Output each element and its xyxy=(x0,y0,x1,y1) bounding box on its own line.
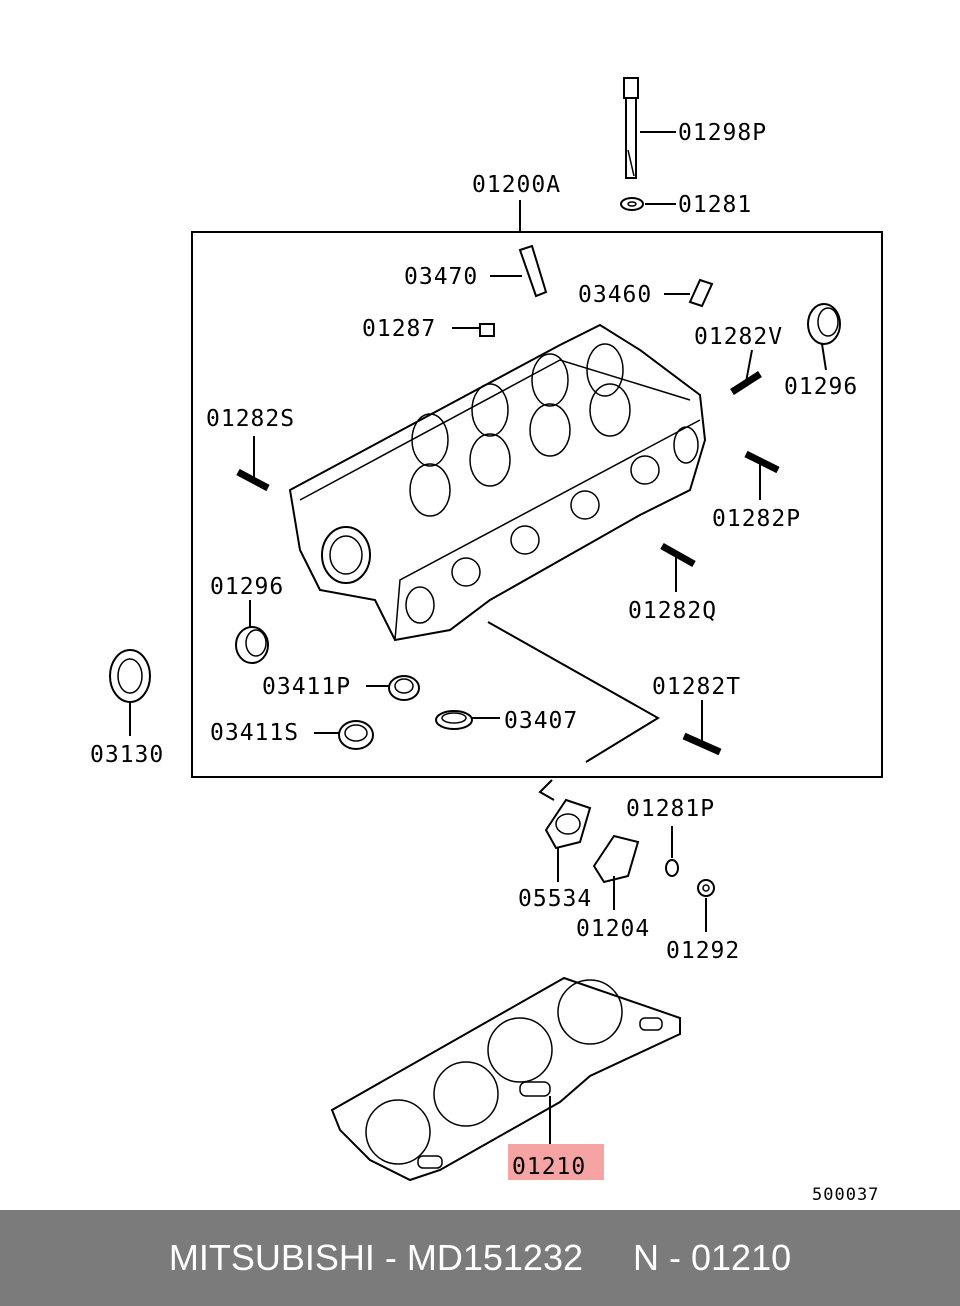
label-01296-right: 01296 xyxy=(784,374,858,400)
cap-01296-left xyxy=(235,600,269,664)
highlight-01210 xyxy=(508,1144,604,1180)
label-03411P: 03411P xyxy=(262,674,351,700)
washer-01292 xyxy=(697,879,715,932)
stud-01282S xyxy=(236,436,270,492)
diagram-code: 500037 xyxy=(812,1185,879,1205)
label-03470: 03470 xyxy=(404,264,478,290)
seal-03411P xyxy=(366,675,420,701)
cover-01204 xyxy=(592,834,640,910)
label-03130: 03130 xyxy=(90,742,164,768)
label-01298P: 01298P xyxy=(678,120,767,146)
nut-01281P xyxy=(665,826,679,877)
label-01296-left: 01296 xyxy=(210,574,284,600)
label-01282Q: 01282Q xyxy=(628,598,717,624)
footer-part-info: MITSUBISHI - MD151232 N - 01210 xyxy=(168,1237,792,1278)
gasket-05534 xyxy=(544,798,592,882)
label-01210: 01210 xyxy=(512,1154,586,1180)
label-01287: 01287 xyxy=(362,316,436,342)
label-01204: 01204 xyxy=(576,916,650,942)
seal-03407 xyxy=(435,710,500,730)
oil-seal-03130 xyxy=(109,649,151,736)
label-01200A: 01200A xyxy=(472,172,561,198)
label-01292: 01292 xyxy=(666,938,740,964)
label-01282T: 01282T xyxy=(652,674,741,700)
cylinder-head xyxy=(288,323,707,642)
assembly-pointer xyxy=(487,621,660,763)
label-01281P: 01281P xyxy=(626,796,715,822)
stud-01282Q xyxy=(660,542,696,592)
label-05534: 05534 xyxy=(518,886,592,912)
cap-01296-right xyxy=(807,303,841,371)
label-01282V: 01282V xyxy=(694,324,783,350)
gasket-pointer xyxy=(538,779,555,801)
label-01282S: 01282S xyxy=(206,406,295,432)
cylinder-head-frame xyxy=(191,231,883,778)
label-03407: 03407 xyxy=(504,708,578,734)
plug-01287 xyxy=(452,323,495,337)
head-gasket xyxy=(330,976,681,1182)
parts-diagram: 01298P 01281 01200A 03470 03460 01287 01… xyxy=(90,77,883,1205)
valve-guide-03470 xyxy=(490,244,548,298)
stud-01282T xyxy=(682,700,722,756)
label-03460: 03460 xyxy=(578,282,652,308)
head-bolt xyxy=(623,77,676,179)
label-03411S: 03411S xyxy=(210,720,299,746)
footer-bar: MITSUBISHI - MD151232 N - 01210 xyxy=(0,1210,960,1306)
label-01282P: 01282P xyxy=(712,506,801,532)
label-01281: 01281 xyxy=(678,192,752,218)
washer xyxy=(620,197,676,211)
stud-01282V xyxy=(730,349,762,395)
seal-03411S xyxy=(314,720,374,750)
stud-01282P xyxy=(744,450,780,500)
valve-guide-03460 xyxy=(664,278,714,308)
